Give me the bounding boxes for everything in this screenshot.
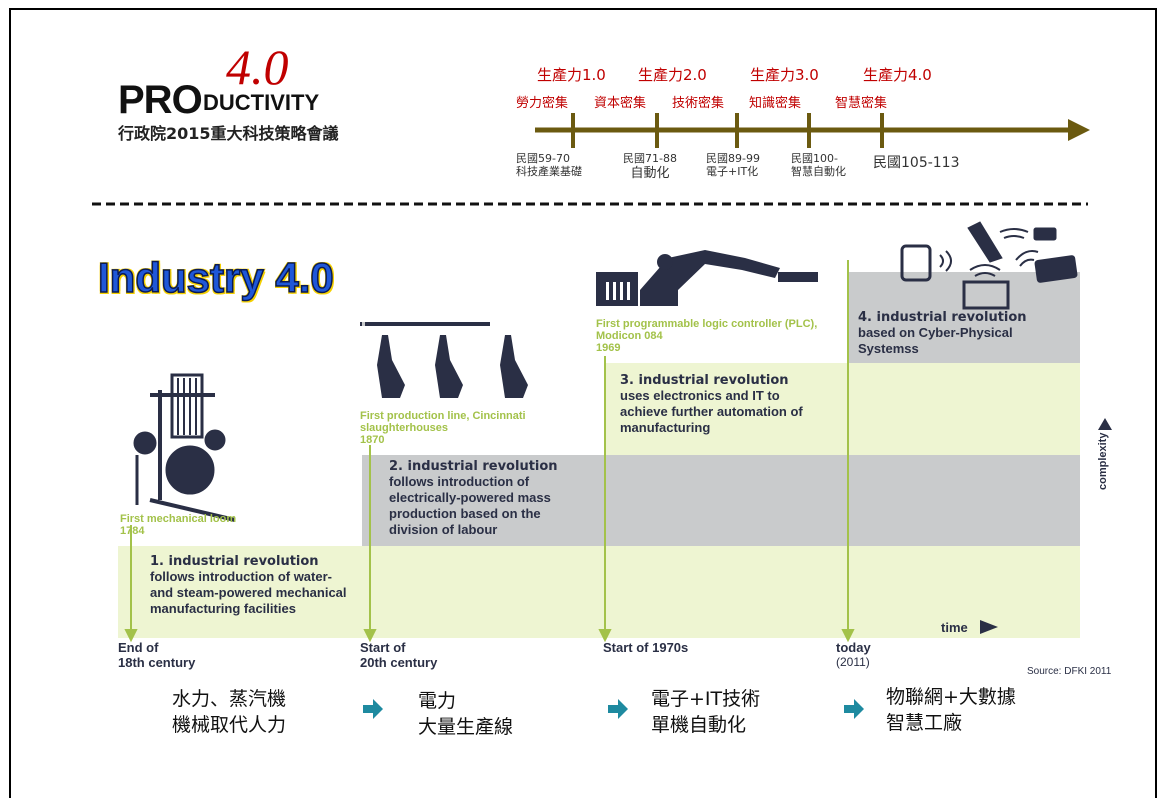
axis-label-4-line2: (2011): [836, 655, 870, 669]
event-note-1: First mechanical loom 1784: [120, 513, 236, 537]
axis-label-1: End of 18th century: [118, 640, 195, 670]
revolution-4-title: 4. industrial revolution: [858, 310, 1027, 325]
slide-frame: [9, 8, 1157, 798]
tick-3: 民國89-99 電子+IT化: [706, 152, 760, 178]
tick-1-line2: 科技產業基礎: [516, 165, 582, 178]
complexity-label: complexity: [1097, 432, 1109, 490]
productivity-timeline: [92, 113, 1090, 206]
summary-4-line1: 物聯網+大數據: [886, 686, 1016, 708]
robot-arm-icon: [596, 250, 818, 306]
era-1-sub: 勞力密集: [516, 96, 569, 111]
era-3-sub: 知識密集: [749, 96, 802, 111]
summary-1-line2: 機械取代人力: [172, 714, 287, 736]
era-4-label: 生產力4.0: [863, 66, 932, 84]
revolution-1: 1. industrial revolution follows introdu…: [150, 554, 355, 617]
event-note-3-line1: First programmable logic controller (PLC…: [596, 318, 818, 342]
summary-3-line1: 電子+IT技術: [651, 688, 761, 710]
event-note-2: First production line, Cincinnati slaugh…: [360, 410, 545, 446]
era-1-label: 生產力1.0: [537, 66, 606, 84]
band-level3: [604, 363, 1080, 455]
axis-label-3: Start of 1970s: [603, 640, 689, 655]
summary-3-line2: 單機自動化: [651, 714, 747, 736]
summary-3: 電子+IT技術 單機自動化: [651, 686, 760, 738]
tick-1-line1: 民國59-70: [516, 152, 570, 165]
tick-2-line1: 民國71-88: [623, 152, 677, 165]
revolution-2: 2. industrial revolution follows introdu…: [389, 459, 589, 538]
revolution-4-desc: based on Cyber-Physical Systemss: [858, 325, 1013, 356]
event-note-2-line1: First production line, Cincinnati slaugh…: [360, 410, 526, 434]
era-2-label: 生產力2.0: [638, 66, 707, 84]
tick-2: 民國71-88 自動化: [623, 152, 677, 182]
event-note-3-line2: 1969: [596, 342, 621, 354]
source-label: Source: DFKI 2011: [1027, 666, 1112, 677]
axis-label-4-line1: today: [836, 640, 871, 655]
tick-3-line2: 電子+IT化: [706, 165, 759, 178]
logo-subtitle: 行政院2015重大科技策略會議: [118, 124, 339, 143]
summary-4: 物聯網+大數據 智慧工廠: [886, 684, 1016, 736]
logo-version: 4.0: [226, 39, 289, 95]
era-3-label: 生產力3.0: [750, 66, 819, 84]
summary-1-line1: 水力、蒸汽機: [172, 688, 287, 710]
era-4-sub: 智慧密集: [835, 96, 888, 111]
summary-2-line1: 電力: [418, 690, 457, 712]
era-2-sub: 資本密集: [594, 96, 647, 111]
axis-label-1-line2: 18th century: [118, 655, 196, 670]
cyber-physical-icons: [900, 221, 1078, 310]
event-note-2-line2: 1870: [360, 434, 385, 446]
revolution-3-title: 3. industrial revolution: [620, 373, 789, 388]
tick-4: 民國100- 智慧自動化: [791, 152, 846, 178]
revolution-4: 4. industrial revolution based on Cyber-…: [858, 310, 1063, 357]
axis-label-4: today (2011): [836, 640, 871, 670]
logo-ductivity: DUCTIVITY: [203, 90, 320, 115]
revolution-1-desc: follows introduction of water- and steam…: [150, 569, 347, 616]
band-level1: [118, 546, 1080, 638]
tick-4-line2: 智慧自動化: [791, 165, 846, 178]
production-line-icon: [360, 322, 528, 398]
revolution-3-desc: uses electronics and IT to achieve furth…: [620, 388, 803, 435]
revolution-3: 3. industrial revolution uses electronic…: [620, 373, 820, 436]
tick-4-line1: 民國100-: [791, 152, 838, 165]
tick-1: 民國59-70 科技產業基礎: [516, 152, 582, 178]
event-note-1-line2: 1784: [120, 525, 145, 537]
band-level2: [362, 455, 1080, 546]
loom-icon: [133, 373, 236, 522]
logo-pro: PRO: [118, 78, 203, 122]
summary-2-line2: 大量生產線: [418, 716, 514, 738]
event-note-1-line1: First mechanical loom: [120, 513, 237, 525]
revolution-2-title: 2. industrial revolution: [389, 459, 558, 474]
event-note-3: First programmable logic controller (PLC…: [596, 318, 841, 354]
summary-4-line2: 智慧工廠: [886, 712, 963, 734]
time-label: time: [941, 620, 968, 635]
summary-1: 水力、蒸汽機 機械取代人力: [172, 686, 286, 738]
axis-label-2: Start of 20th century: [360, 640, 437, 670]
tick-5: 民國105-113: [873, 155, 960, 171]
diagram-title: Industry 4.0: [97, 253, 334, 302]
revolution-2-desc: follows introduction of electrically-pow…: [389, 474, 551, 537]
revolution-1-title: 1. industrial revolution: [150, 554, 319, 569]
tick-3-line1: 民國89-99: [706, 152, 760, 165]
axis-label-1-line1: End of: [118, 640, 159, 655]
tick-2-line2: 自動化: [630, 166, 670, 181]
axis-label-2-line1: Start of: [360, 640, 406, 655]
summary-2: 電力 大量生產線: [418, 688, 513, 740]
axis-label-2-line2: 20th century: [360, 655, 438, 670]
era-tech-sub: 技術密集: [672, 96, 725, 111]
